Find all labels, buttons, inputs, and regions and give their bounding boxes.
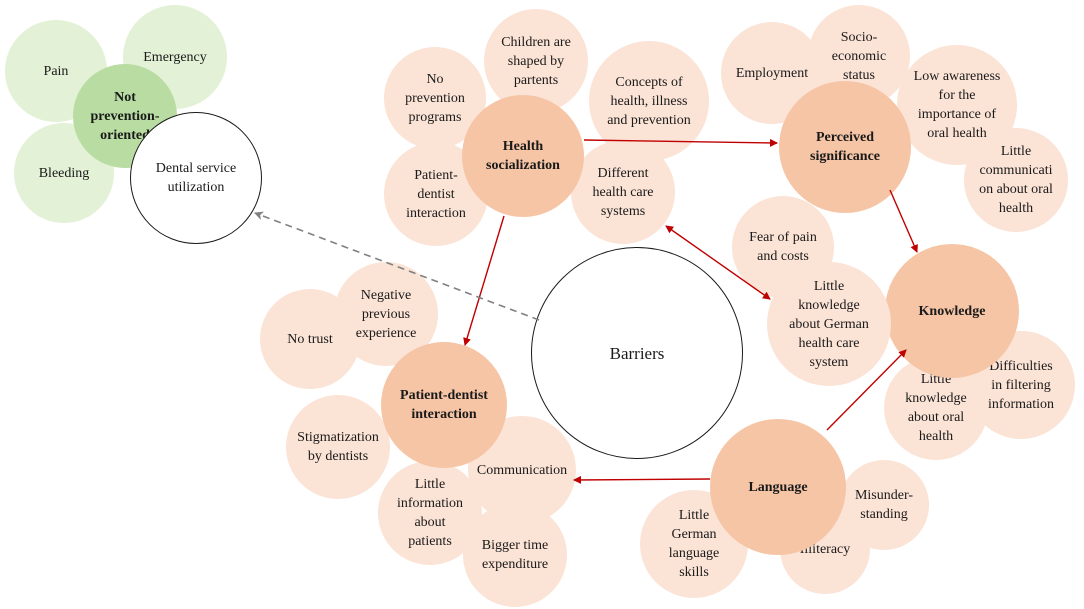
patient-dentist-interaction-bubble: Patient-dentist interaction xyxy=(381,342,507,468)
arrow-health-to-patient-dentist xyxy=(463,215,505,346)
knowledge-label: Knowledge xyxy=(918,303,986,319)
arrow-perceived-to-knowledge xyxy=(889,189,918,253)
barriers-label: Barriers xyxy=(609,343,665,363)
pain-label: Pain xyxy=(43,63,69,79)
not-prevention-oriented-label: Not prevention- oriented xyxy=(90,89,160,143)
bigger-time-label: Bigger time expenditure xyxy=(481,538,549,572)
low-awareness-label: Low awareness for the importance of oral… xyxy=(913,69,1001,141)
stigmatization-label: Stigmatization by dentists xyxy=(297,430,379,464)
difficulties-filtering-label: Difficulties in filtering information xyxy=(987,358,1055,412)
little-communication-bubble: Little communicati on about oral health xyxy=(964,128,1068,232)
socio-economic-label: Socio- economic status xyxy=(831,29,887,83)
little-german-bubble: Little German language skills xyxy=(640,490,748,598)
perceived-significance-bubble: Perceived significance xyxy=(779,81,911,213)
patient-dentist-interaction-small-label: Patient- dentist interaction xyxy=(406,167,466,221)
misunderstanding-label: Misunder- standing xyxy=(854,488,914,522)
dental-service-utilization-label: Dental service utilization xyxy=(155,161,237,195)
communication-label: Communication xyxy=(476,462,568,478)
health-socialization-label: Health socialization xyxy=(486,139,560,173)
little-german-label: Little German language skills xyxy=(668,508,720,580)
dental-service-utilization-bubble: Dental service utilization xyxy=(130,112,262,244)
different-health-care-label: Different health care systems xyxy=(592,165,654,219)
language-label: Language xyxy=(748,479,808,495)
arrow-language-to-patient-dentist xyxy=(573,475,711,484)
pain-bubble: Pain xyxy=(5,20,107,122)
little-knowledge-german-label: Little knowledge about German health car… xyxy=(789,278,869,370)
bleeding-label: Bleeding xyxy=(38,165,90,181)
health-socialization-bubble: Health socialization xyxy=(462,95,584,217)
children-shaped-label: Children are shaped by partents xyxy=(501,34,571,88)
negative-experience-label: Negative previous experience xyxy=(355,287,417,341)
little-knowledge-oral-label: Little knowledge about oral health xyxy=(905,372,967,444)
no-prevention-programs-label: No prevention programs xyxy=(405,71,465,125)
children-shaped-bubble: Children are shaped by partents xyxy=(484,9,588,113)
little-communication-label: Little communicati on about oral health xyxy=(979,144,1053,216)
little-information-bubble: Little information about patients xyxy=(378,461,482,565)
different-health-care-bubble: Different health care systems xyxy=(571,140,675,244)
emergency-label: Emergency xyxy=(143,49,207,65)
employment-label: Employment xyxy=(735,65,809,81)
perceived-significance-label: Perceived significance xyxy=(810,130,880,164)
patient-dentist-interaction-label: Patient-dentist interaction xyxy=(400,388,488,422)
concepts-label: Concepts of health, illness and preventi… xyxy=(607,74,691,128)
fear-of-pain-label: Fear of pain and costs xyxy=(749,230,817,264)
barriers-bubble: Barriers xyxy=(531,247,743,459)
little-knowledge-german-bubble: Little knowledge about German health car… xyxy=(767,262,891,386)
little-information-label: Little information about patients xyxy=(396,477,464,549)
stigmatization-bubble: Stigmatization by dentists xyxy=(286,395,390,499)
knowledge-bubble: Knowledge xyxy=(885,244,1019,378)
language-bubble: Language xyxy=(710,419,846,555)
no-trust-label: No trust xyxy=(287,331,333,347)
